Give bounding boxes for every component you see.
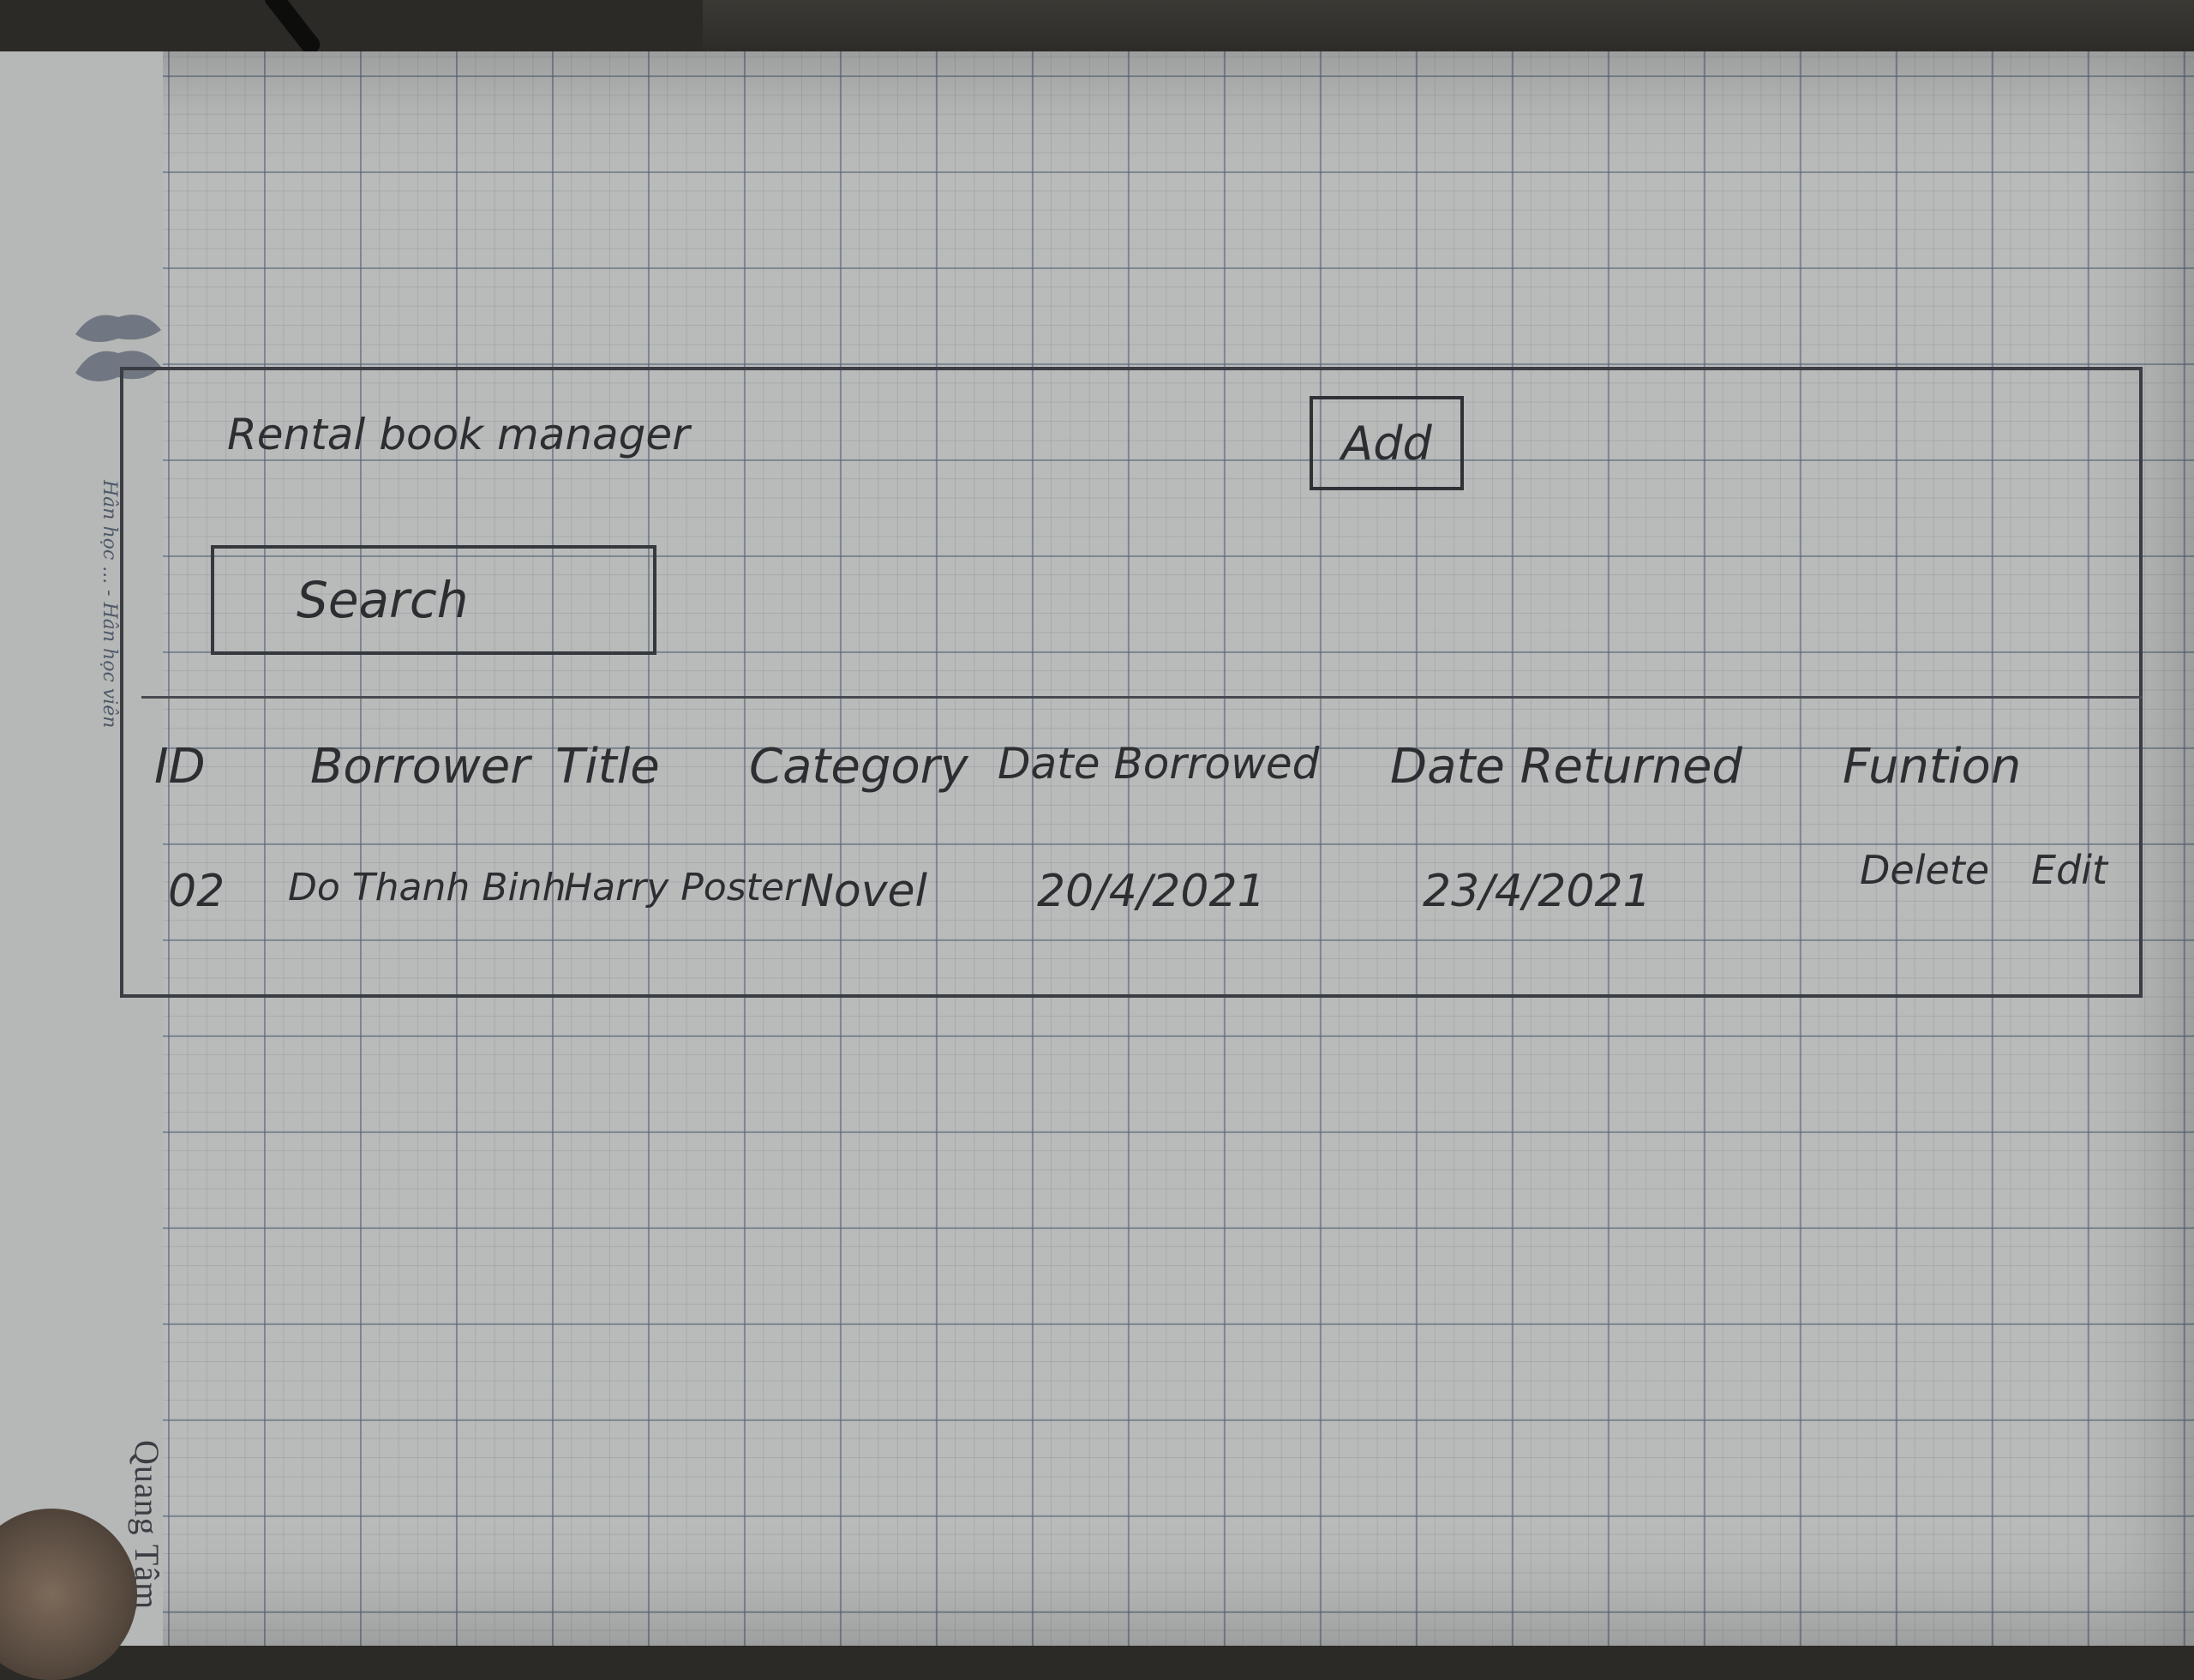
cell-date-returned: 23/4/2021: [1423, 866, 1651, 917]
margin-note: Hân học ... - Hân học viên: [99, 480, 120, 729]
column-header-title: Title: [555, 739, 660, 795]
notebook-logo-icon: [75, 315, 161, 381]
page-title: Rental book manager: [227, 410, 690, 459]
add-button[interactable]: Add: [1310, 396, 1464, 490]
column-header-function: Funtion: [1843, 739, 2022, 795]
edit-button[interactable]: Edit: [2031, 847, 2108, 893]
column-header-category: Category: [749, 739, 968, 795]
cell-id: 02: [168, 866, 225, 917]
search-input[interactable]: Search: [211, 545, 656, 655]
header-divider: [141, 696, 2143, 699]
column-header-date-borrowed: Date Borrowed: [998, 739, 1320, 789]
delete-button[interactable]: Delete: [1860, 847, 1990, 893]
app-window-frame: [120, 367, 2143, 998]
cell-date-borrowed: 20/4/2021: [1037, 866, 1266, 917]
desk-cable: [261, 0, 324, 58]
cell-category: Novel: [800, 866, 927, 917]
column-header-id: ID: [154, 739, 206, 795]
column-header-borrower: Borrower: [310, 739, 531, 795]
grid-paper-sheet: Hân học ... - Hân học viên Quang Tâm: [0, 51, 2194, 1646]
cell-title: Harry Poster: [564, 866, 800, 909]
cell-borrower: Do Thanh Binh: [288, 866, 566, 909]
column-header-date-returned: Date Returned: [1390, 739, 1742, 795]
